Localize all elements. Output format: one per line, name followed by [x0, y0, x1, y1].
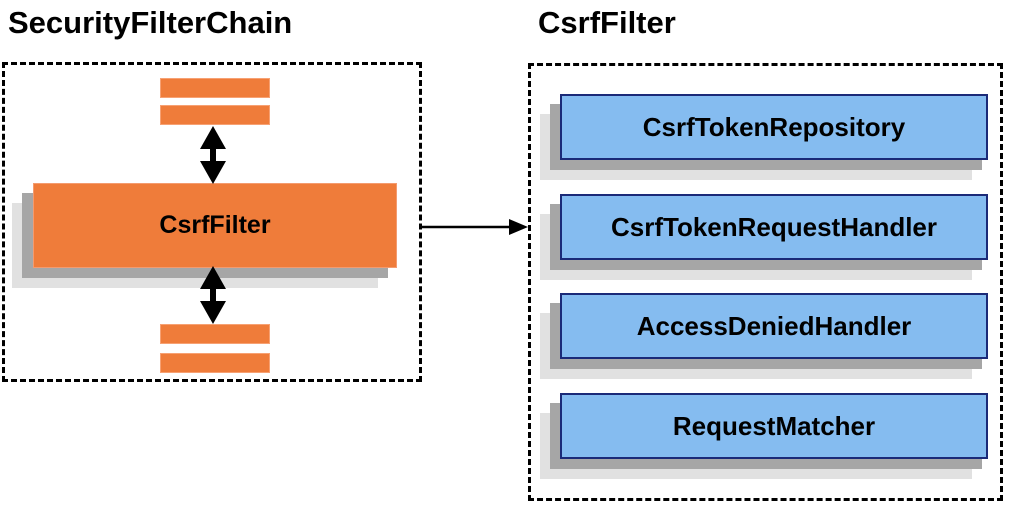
filter-bar — [160, 353, 270, 373]
component-csrf-token-repository: CsrfTokenRepository — [560, 94, 988, 160]
filter-bar — [160, 78, 270, 98]
csrf-filter-box-label: CsrfFilter — [159, 211, 271, 239]
filter-bar — [160, 105, 270, 125]
component-label: CsrfTokenRepository — [642, 111, 906, 142]
component-label: CsrfTokenRequestHandler — [610, 211, 938, 242]
security-filter-chain-container — [2, 62, 422, 382]
filter-bar — [160, 324, 270, 344]
flow-arrow-head-icon — [509, 219, 528, 235]
component-request-matcher: RequestMatcher — [560, 393, 988, 459]
right-panel-title: CsrfFilter — [538, 5, 676, 40]
csrf-filter-container — [528, 63, 1003, 501]
component-label: RequestMatcher — [672, 410, 876, 441]
component-label: AccessDeniedHandler — [636, 310, 912, 341]
csrf-filter-box: CsrfFilter — [33, 183, 397, 268]
component-csrf-token-request-handler: CsrfTokenRequestHandler — [560, 194, 988, 260]
component-access-denied-handler: AccessDeniedHandler — [560, 293, 988, 359]
left-panel-title: SecurityFilterChain — [8, 5, 293, 40]
